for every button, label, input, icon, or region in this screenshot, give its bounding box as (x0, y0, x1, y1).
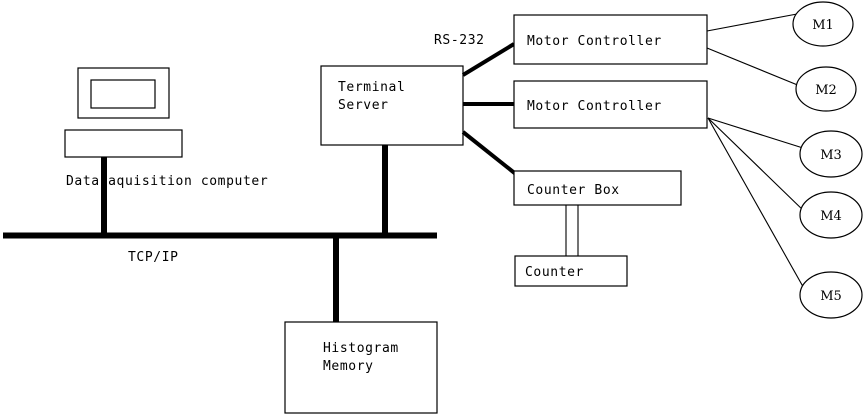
motor-m3-ellipse (799, 130, 863, 178)
terminal-server-box (320, 65, 464, 146)
motor-controller-1-label: Motor Controller (527, 34, 662, 49)
motor-m1-ellipse (792, 1, 854, 47)
motor-link-mc2-m3 (707, 117, 804, 149)
motor-link-mc2-m4 (707, 117, 807, 214)
motor-node-m5[interactable]: M5 (799, 271, 863, 319)
motor-controller-2-box (513, 80, 708, 129)
terminal-server-node[interactable]: Terminal Server (320, 65, 464, 146)
terminal-server-label-line1: Terminal (338, 80, 405, 95)
terminal-server-label-line2: Server (338, 98, 389, 113)
motor-link-mc2-m5 (707, 117, 807, 293)
motor-link-mc1-m2 (706, 47, 801, 87)
motor-node-m2[interactable]: M2 (795, 66, 857, 112)
workstation-base (64, 129, 183, 158)
workstation-label: Data aquisition computer (66, 174, 268, 189)
tcpip-bus-label: TCP/IP (128, 250, 179, 265)
counter-box-shape (514, 255, 628, 287)
counter-label: Counter (525, 265, 584, 280)
motor-m5-label: M5 (820, 289, 842, 304)
motor-m1-label: M1 (812, 18, 834, 33)
rs232-link-label: RS-232 (434, 33, 485, 48)
motor-link-mc1-m1 (706, 13, 798, 32)
workstation-node[interactable] (64, 67, 183, 158)
counter-box-node[interactable]: Counter Box (513, 170, 682, 206)
motor-m5-ellipse (799, 271, 863, 319)
motor-m4-ellipse (799, 191, 863, 239)
motor-controller-2-node[interactable]: Motor Controller (513, 80, 708, 129)
motor-m3-label: M3 (820, 148, 842, 163)
rs232-link-to-motor-controller-1 (461, 42, 516, 77)
motor-controller-1-box (513, 14, 708, 65)
histogram-memory-node[interactable]: Histogram Memory (284, 321, 438, 414)
histogram-memory-label-line2: Memory (323, 359, 374, 374)
motor-node-m1[interactable]: M1 (792, 1, 854, 47)
counter-box-label: Counter Box (527, 183, 620, 198)
motor-m4-label: M4 (820, 209, 842, 224)
monitor-screen (90, 79, 156, 109)
counter-box-box (513, 170, 682, 206)
motor-controller-1-node[interactable]: Motor Controller (513, 14, 708, 65)
motor-m2-label: M2 (815, 83, 837, 98)
histogram-memory-label-line1: Histogram (323, 341, 399, 356)
motor-controller-2-label: Motor Controller (527, 99, 662, 114)
counter-node[interactable]: Counter (514, 255, 628, 287)
motor-node-m4[interactable]: M4 (799, 191, 863, 239)
motor-node-m3[interactable]: M3 (799, 130, 863, 178)
motor-m2-ellipse (795, 66, 857, 112)
histogram-memory-box (284, 321, 438, 414)
rs232-link-to-counter-box (461, 130, 519, 177)
